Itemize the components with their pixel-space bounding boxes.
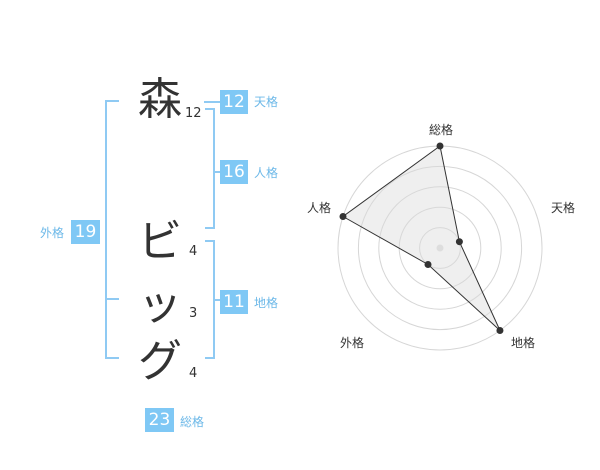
stroke-count-4: 4	[189, 366, 198, 381]
radar-center-dot	[436, 244, 444, 252]
radar-data-polygon	[342, 145, 501, 331]
radar-point-3	[496, 327, 504, 335]
soukaku-label: 総格	[180, 415, 205, 429]
stroke-count-3: 3	[189, 306, 198, 321]
name-char-3: ッ	[138, 279, 182, 330]
name-char-2: ビ	[138, 216, 182, 267]
gaikaku-label: 外格	[40, 226, 65, 240]
chikaku-badge: 11	[220, 290, 248, 314]
jinkaku-label: 人格	[254, 166, 279, 180]
axis-label-chikaku: 地格	[511, 335, 535, 350]
tenkaku-badge: 12	[220, 90, 248, 114]
chikaku-label: 地格	[254, 296, 279, 310]
tenkaku-connector	[204, 101, 220, 103]
stroke-count-2: 4	[189, 244, 198, 259]
axis-label-tenkaku: 天格	[551, 200, 575, 215]
jinkaku-badge: 16	[220, 160, 248, 184]
radar-point-1	[436, 142, 444, 150]
radar-point-5	[339, 212, 347, 220]
tenkaku-label: 天格	[254, 95, 279, 109]
soukaku-badge: 23	[145, 408, 174, 432]
name-char-4: グ	[138, 336, 182, 387]
name-char-1: 森	[138, 74, 182, 125]
radar-ring	[419, 227, 461, 269]
radar-ring	[378, 186, 502, 310]
radar-point-2	[455, 238, 463, 246]
axis-label-gaikaku: 外格	[340, 335, 364, 350]
gaikaku-badge: 19	[71, 220, 100, 244]
stroke-count-1: 12	[185, 106, 202, 121]
axis-label-soukaku: 総格	[429, 122, 453, 137]
radar-ring	[357, 165, 523, 331]
radar-points	[339, 142, 504, 335]
axis-label-jinkaku: 人格	[307, 200, 331, 215]
radar-point-4	[424, 261, 432, 269]
